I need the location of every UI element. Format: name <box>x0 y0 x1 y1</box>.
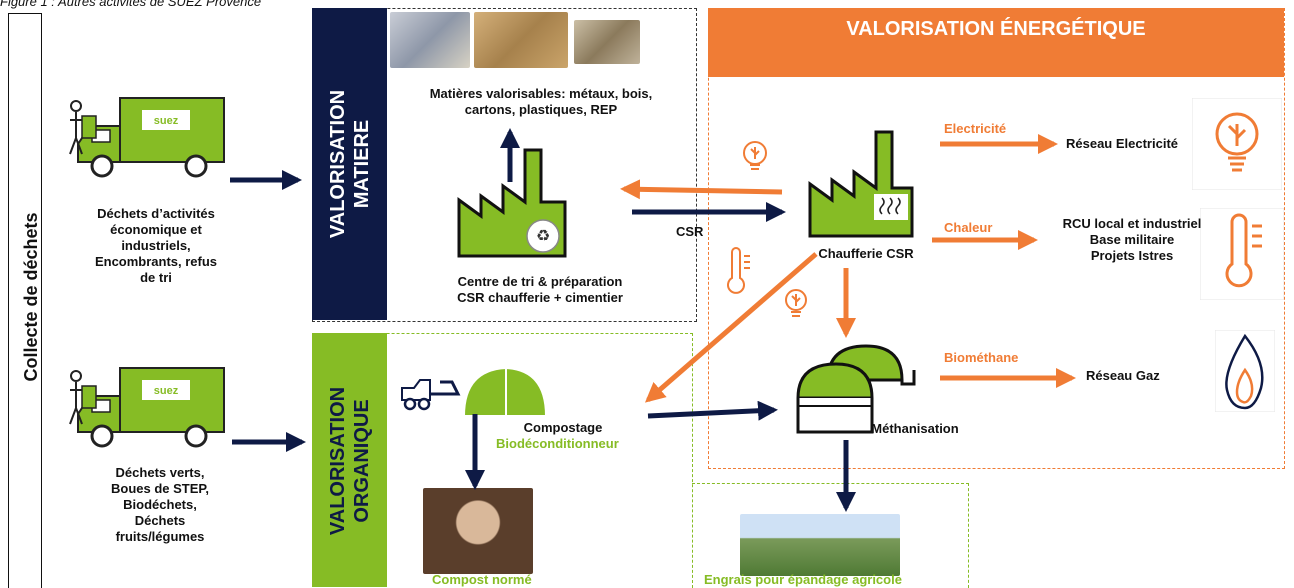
truck-brand-top: suez <box>154 115 179 127</box>
sorting-factory-icon: ♻ <box>457 148 567 258</box>
thermometer-icon-large <box>1200 208 1284 300</box>
thermometer-icon-1 <box>714 244 758 298</box>
reseau-electricite-label: Réseau Electricité <box>1066 136 1179 151</box>
energetique-title-bar <box>708 8 1284 77</box>
chaleur-dest-label: RCU local et industriel Base militaire P… <box>1062 216 1202 263</box>
centre-label: Centre de tri & préparation CSR chauffer… <box>457 274 623 305</box>
compost-dome-icon <box>462 366 548 417</box>
biomethane-label: Biométhane <box>944 350 1019 365</box>
chaufferie-icon <box>808 130 914 238</box>
csr-label: CSR <box>676 224 704 239</box>
cardboard-photo <box>474 12 568 68</box>
engrais-photo <box>740 514 900 576</box>
lightbulb-icon-large <box>1192 98 1282 190</box>
chaleur-label: Chaleur <box>944 220 993 235</box>
lightbulb-icon-1 <box>727 131 783 187</box>
top-sources-label: Déchets d’activités économique et indust… <box>94 206 218 285</box>
engrais-label: Engrais pour épandage agricole <box>704 572 902 587</box>
arrow-compost-meth <box>647 400 778 421</box>
wood-photo <box>574 20 640 64</box>
compost-photo <box>423 488 533 574</box>
organique-title-panel <box>312 333 387 587</box>
bottom-sources-label: Déchets verts, Boues de STEP, Biodéchets… <box>110 465 209 544</box>
energetique-box <box>708 8 1285 469</box>
chaufferie-label: Chaufferie CSR <box>818 246 914 261</box>
flame-icon <box>1215 330 1275 412</box>
svg-text:♻: ♻ <box>536 226 550 245</box>
truck-brand-bottom: suez <box>154 385 179 397</box>
metals-photo <box>390 12 470 68</box>
reseau-gaz-label: Réseau Gaz <box>1086 368 1160 383</box>
methanisation-label: Méthanisation <box>871 421 959 436</box>
compost-truck-icon <box>401 379 461 411</box>
biodeconditionneur-label: Biodéconditionneur <box>496 436 619 451</box>
figure-caption: Figure 1 : Autres activités de SUEZ Prov… <box>0 0 262 9</box>
truck-icon-top: suez <box>69 97 225 178</box>
collecte-column <box>8 13 42 588</box>
energetique-title: VALORISATION ÉNERGÉTIQUE <box>846 18 1146 40</box>
matiere-title-panel <box>312 8 387 320</box>
compostage-label: Compostage <box>523 420 603 435</box>
arrow-back-centre <box>620 179 783 200</box>
compost-label: Compost normé <box>432 572 532 587</box>
recyclables-label: Matières valorisables: métaux, bois, car… <box>429 86 653 117</box>
arrow-chaufferie-compost <box>644 252 818 403</box>
engrais-box <box>692 483 969 588</box>
electricite-label: Electricité <box>944 121 1007 136</box>
truck-icon-bottom: suez <box>69 367 225 448</box>
organique-box <box>312 333 693 588</box>
methanisation-icon <box>796 344 916 434</box>
